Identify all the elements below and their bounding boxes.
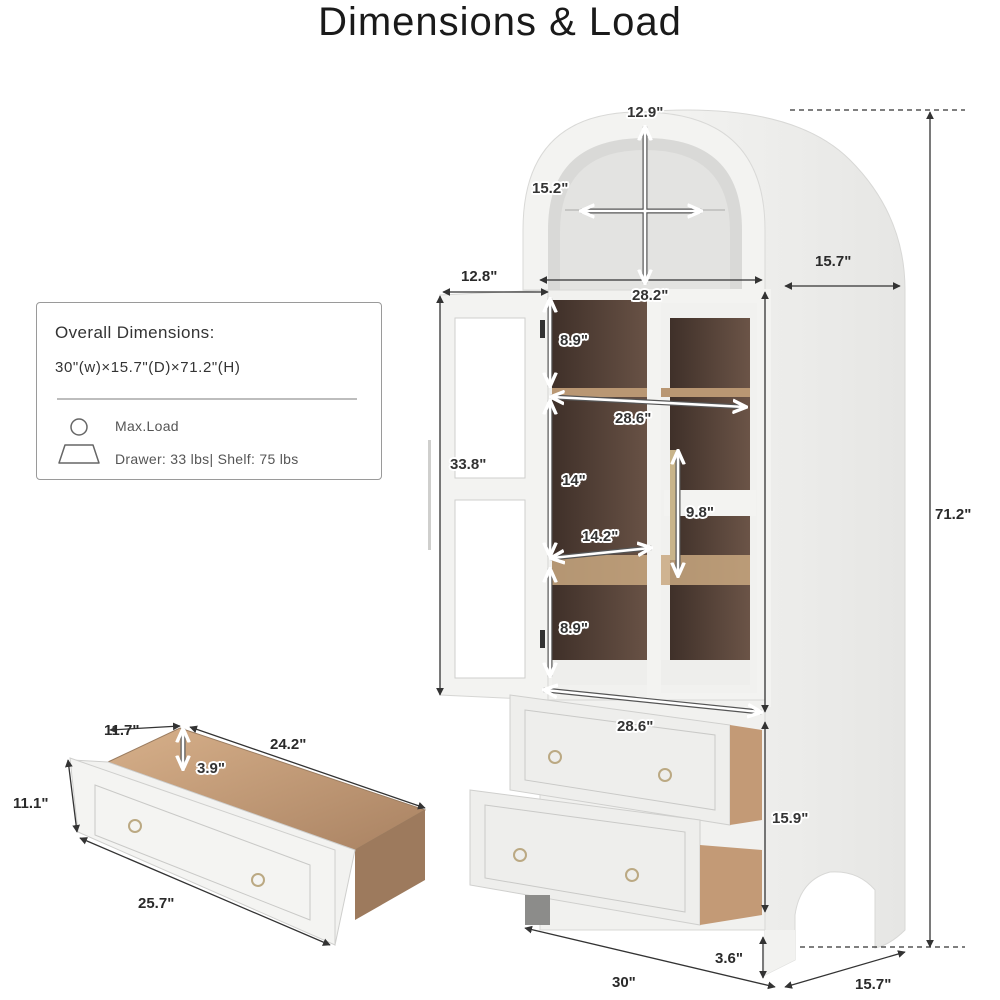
arch-inner-width-label: 15.2" (532, 180, 569, 197)
bottom-shelf-gap-label: 8.9" (560, 620, 588, 637)
drawer-length-label: 24.2" (270, 736, 307, 753)
total-width-label: 30" (612, 974, 636, 991)
person-load-icon (58, 418, 100, 464)
drawer-section-height-label: 15.9" (772, 810, 809, 827)
door-width-label: 12.8" (461, 268, 498, 285)
max-load-spec: Drawer: 33 lbs| Shelf: 75 lbs (115, 451, 299, 467)
door-height-label: 33.8" (450, 456, 487, 473)
overall-dimensions-box: Overall Dimensions: 30"(w)×15.7"(D)×71.2… (36, 302, 382, 480)
leg-height-label: 3.6" (715, 950, 743, 967)
handle-length-label: 9.8" (686, 504, 714, 521)
middle-shelf-gap-label: 14" (562, 472, 586, 489)
cabinet-side (639, 109, 906, 976)
drawer-illustration (69, 727, 427, 946)
shelf-depth-label: 14.2" (582, 528, 619, 545)
overall-dimensions-value: 30"(w)×15.7"(D)×71.2"(H) (55, 359, 241, 376)
max-load-label: Max.Load (115, 418, 179, 434)
overall-dimensions-heading: Overall Dimensions: (55, 323, 215, 342)
top-shelf-gap-label: 8.9" (560, 332, 588, 349)
divider (57, 398, 357, 400)
shelf-width-label: 28.6" (615, 410, 652, 427)
arch-height-label: 12.9" (627, 104, 664, 121)
drawer-front-width-label: 25.7" (138, 895, 175, 912)
page-title: Dimensions & Load (318, 0, 682, 44)
total-height-label: 71.2" (935, 506, 972, 523)
drawer-depth-label: 11.7" (104, 722, 140, 739)
arch-depth-label: 15.7" (815, 253, 852, 270)
cabinet-inner-width-label: 28.2" (632, 287, 669, 304)
total-depth-label: 15.7" (855, 976, 892, 993)
drawer-section-width-label: 28.6" (617, 718, 654, 735)
drawer-inner-height-label: 3.9" (197, 760, 225, 777)
drawer-front-height-label: 11.1" (13, 795, 49, 812)
